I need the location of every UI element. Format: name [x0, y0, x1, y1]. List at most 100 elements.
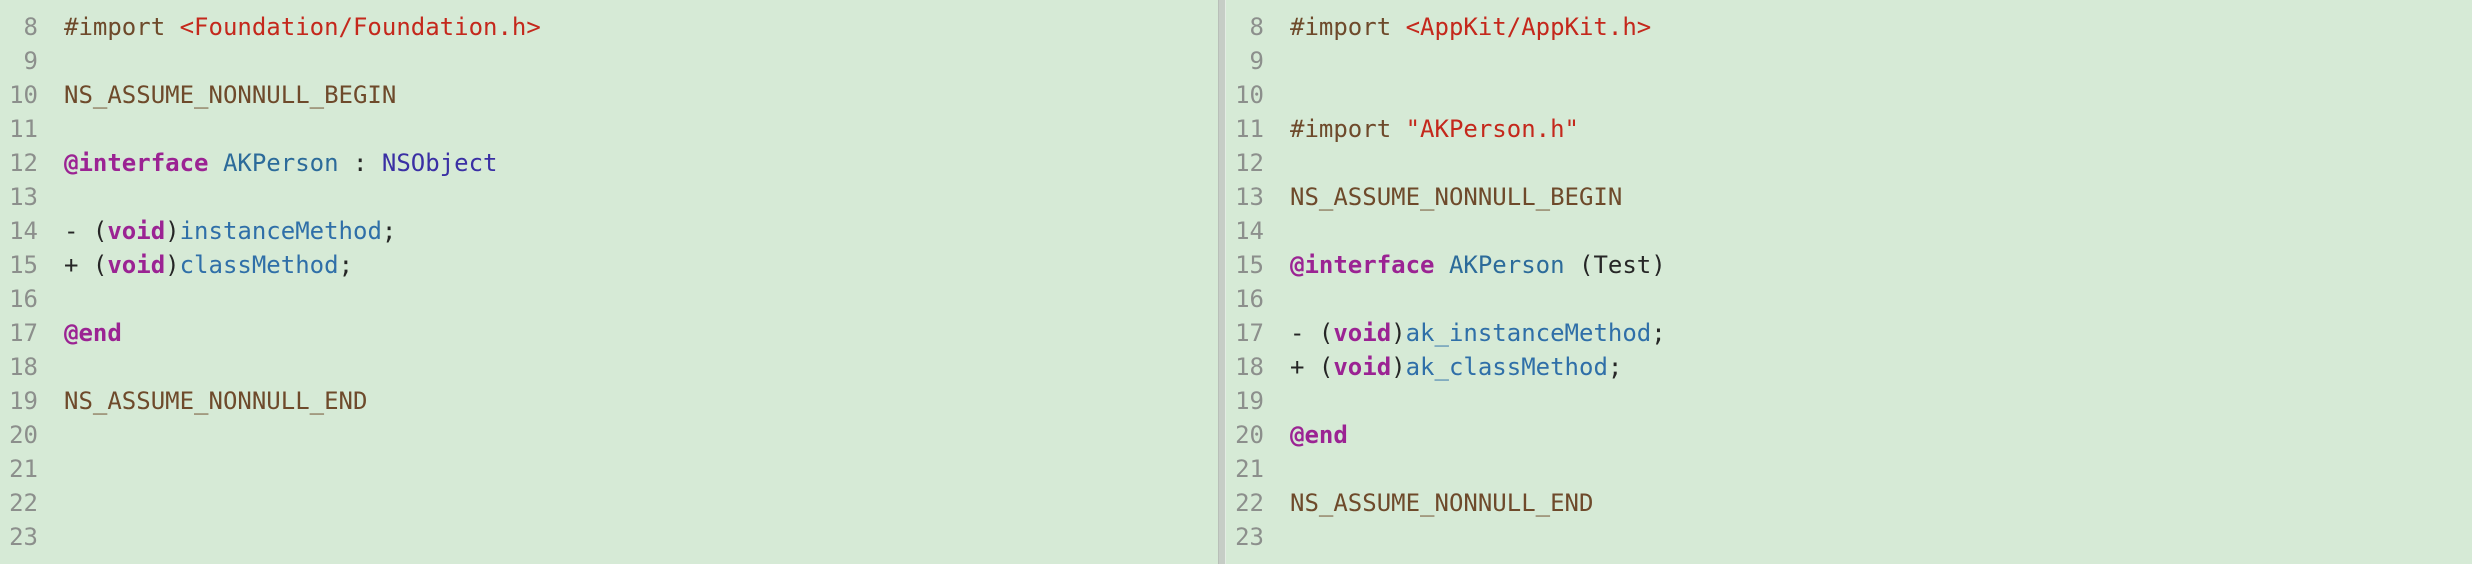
code-text	[38, 350, 64, 384]
line-number: 18	[9, 353, 38, 381]
code-text: @end	[1264, 418, 1348, 452]
line-number: 20	[1235, 421, 1264, 449]
code-line[interactable]: 13	[0, 180, 1218, 214]
code-text: - (void)instanceMethod;	[38, 214, 396, 248]
code-token-string: "AKPerson.h"	[1405, 115, 1579, 143]
code-text: #import "AKPerson.h"	[1264, 112, 1579, 146]
code-token-plain: :	[338, 149, 382, 177]
code-token-plain: + (	[1290, 353, 1334, 381]
line-number: 16	[9, 285, 38, 313]
code-line[interactable]: 16	[1226, 282, 2472, 316]
code-token-plain: ;	[1607, 353, 1623, 381]
code-token-keyword: void	[1333, 353, 1392, 381]
code-line[interactable]: 11#import "AKPerson.h"	[1226, 112, 2472, 146]
code-line[interactable]: 22	[0, 486, 1218, 520]
code-line[interactable]: 17- (void)ak_instanceMethod;	[1226, 316, 2472, 350]
line-number: 15	[9, 251, 38, 279]
line-number: 19	[9, 387, 38, 415]
code-token-preprocessor: #import	[64, 13, 180, 41]
code-token-preprocessor: #import	[1290, 115, 1406, 143]
code-line[interactable]: 16	[0, 282, 1218, 316]
code-line[interactable]: 10	[1226, 78, 2472, 112]
code-line[interactable]: 14- (void)instanceMethod;	[0, 214, 1218, 248]
code-line[interactable]: 11	[0, 112, 1218, 146]
code-line[interactable]: 12@interface AKPerson : NSObject	[0, 146, 1218, 180]
code-token-keyword: void	[1333, 319, 1392, 347]
code-text	[1264, 282, 1290, 316]
code-text	[1264, 384, 1290, 418]
code-line[interactable]: 21	[0, 452, 1218, 486]
code-text: + (void)ak_classMethod;	[1264, 350, 1622, 384]
code-line[interactable]: 8#import <AppKit/AppKit.h>	[1226, 10, 2472, 44]
line-number: 10	[9, 81, 38, 109]
code-text: @end	[38, 316, 122, 350]
code-line[interactable]: 18	[0, 350, 1218, 384]
code-line[interactable]: 18+ (void)ak_classMethod;	[1226, 350, 2472, 384]
line-number: 23	[1235, 523, 1264, 551]
code-token-plain	[209, 149, 223, 177]
code-token-system-type: NSObject	[381, 149, 498, 177]
line-number: 9	[1249, 47, 1264, 75]
code-text: + (void)classMethod;	[38, 248, 353, 282]
code-line[interactable]: 19	[1226, 384, 2472, 418]
code-token-plain	[1435, 251, 1449, 279]
line-number: 19	[1235, 387, 1264, 415]
code-line[interactable]: 20@end	[1226, 418, 2472, 452]
code-line[interactable]: 23	[0, 520, 1218, 554]
code-token-class-name: AKPerson	[1448, 251, 1565, 279]
code-text: - (void)ak_instanceMethod;	[1264, 316, 1666, 350]
line-number: 14	[1235, 217, 1264, 245]
code-token-plain: - (	[64, 217, 108, 245]
code-line[interactable]: 8#import <Foundation/Foundation.h>	[0, 10, 1218, 44]
code-line[interactable]: 20	[0, 418, 1218, 452]
code-line[interactable]: 14	[1226, 214, 2472, 248]
code-token-string: <AppKit/AppKit.h>	[1405, 13, 1652, 41]
code-token-string: <Foundation/Foundation.h>	[179, 13, 541, 41]
code-line[interactable]: 15+ (void)classMethod;	[0, 248, 1218, 282]
code-line[interactable]: 23	[1226, 520, 2472, 554]
code-token-keyword: @end	[64, 319, 122, 347]
code-token-keyword: void	[107, 217, 166, 245]
line-number: 21	[9, 455, 38, 483]
line-number: 11	[9, 115, 38, 143]
code-text	[38, 180, 64, 214]
pane-divider[interactable]	[1218, 0, 1226, 564]
code-text	[38, 486, 64, 520]
code-line[interactable]: 17@end	[0, 316, 1218, 350]
code-token-macro: NS_ASSUME_NONNULL_BEGIN	[64, 81, 397, 109]
code-line[interactable]: 21	[1226, 452, 2472, 486]
code-text: #import <Foundation/Foundation.h>	[38, 10, 541, 44]
code-token-class-name: AKPerson	[222, 149, 339, 177]
code-text: NS_ASSUME_NONNULL_END	[38, 384, 367, 418]
line-number: 21	[1235, 455, 1264, 483]
line-number: 18	[1235, 353, 1264, 381]
code-token-plain: ;	[381, 217, 397, 245]
code-line[interactable]: 10 NS_ASSUME_NONNULL_BEGIN	[0, 78, 1218, 112]
line-number: 11	[1235, 115, 1264, 143]
code-text	[1264, 44, 1290, 78]
code-text: @interface AKPerson (Test)	[1264, 248, 1666, 282]
code-token-plain: + (	[64, 251, 108, 279]
code-text: NS_ASSUME_NONNULL_BEGIN	[38, 78, 396, 112]
code-text	[38, 418, 64, 452]
code-line[interactable]: 15@interface AKPerson (Test)	[1226, 248, 2472, 282]
code-token-method: instanceMethod	[179, 217, 382, 245]
code-token-method: classMethod	[179, 251, 339, 279]
code-line[interactable]: 12	[1226, 146, 2472, 180]
code-token-plain: )	[1391, 319, 1406, 347]
line-number: 12	[9, 149, 38, 177]
code-line[interactable]: 9	[0, 44, 1218, 78]
line-number: 10	[1235, 81, 1264, 109]
line-number: 12	[1235, 149, 1264, 177]
code-text: @interface AKPerson : NSObject	[38, 146, 498, 180]
line-number: 23	[9, 523, 38, 551]
code-line[interactable]: 9	[1226, 44, 2472, 78]
